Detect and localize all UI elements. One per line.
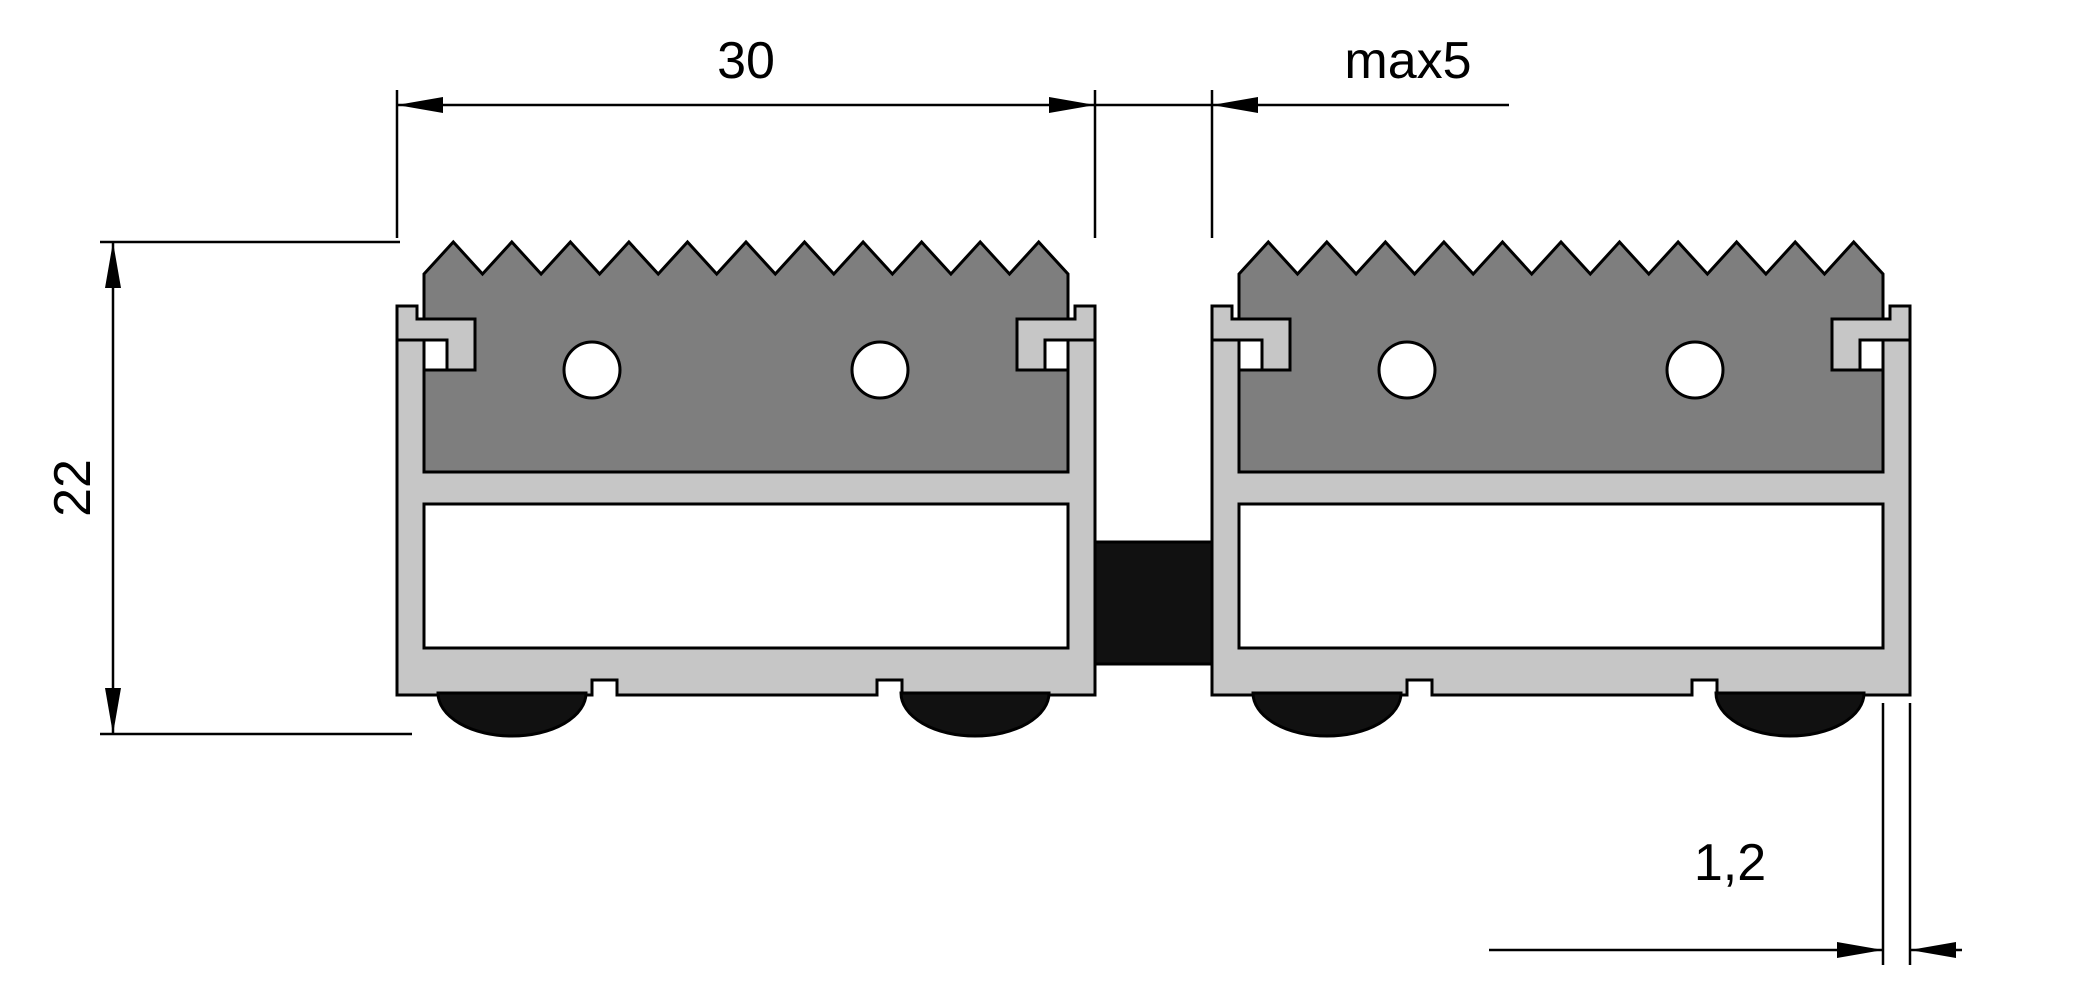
- dim-label-width: 30: [717, 32, 775, 90]
- arrowhead: [105, 688, 121, 734]
- dim-label-gap: max5: [1344, 32, 1471, 90]
- arrowhead: [105, 242, 121, 288]
- arrowhead: [1837, 942, 1883, 958]
- arrowhead: [1910, 942, 1956, 958]
- arrowhead: [397, 97, 443, 113]
- dim-thickness-12: 1,2: [1489, 703, 1962, 965]
- connector-block: [1083, 540, 1224, 666]
- dim-gap-max5: max5: [1095, 32, 1509, 238]
- dim-label-thickness: 1,2: [1694, 834, 1766, 892]
- dim-height-22: 22: [44, 240, 412, 736]
- profile-right: [1210, 240, 1912, 738]
- arrowhead: [1049, 97, 1095, 113]
- arrowhead: [1212, 97, 1258, 113]
- dim-label-height: 22: [44, 459, 102, 517]
- dim-width-30: 30: [395, 32, 1097, 238]
- profile-left: [395, 240, 1097, 738]
